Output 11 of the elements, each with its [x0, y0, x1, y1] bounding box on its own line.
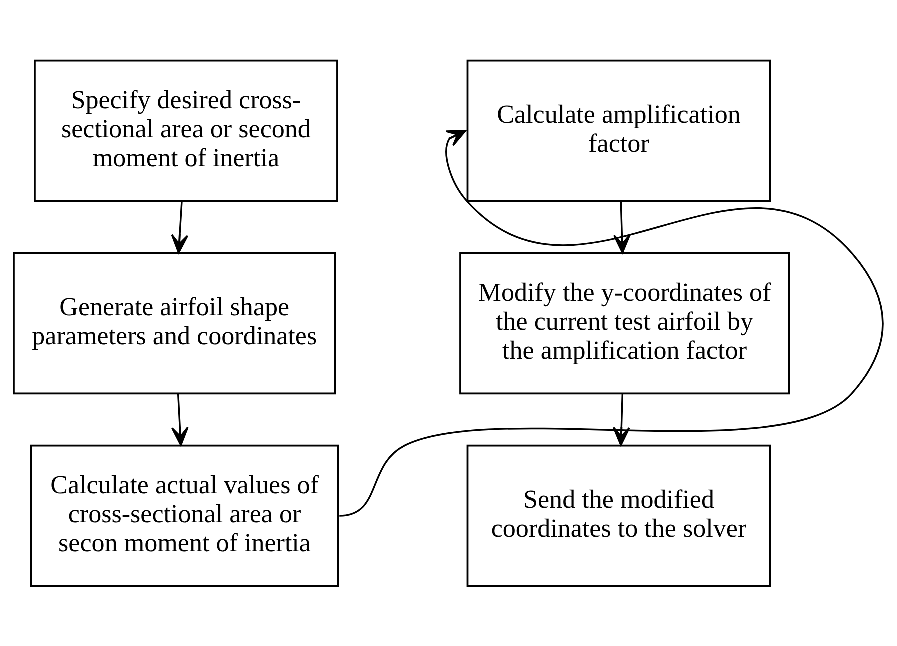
arrow	[340, 130, 884, 516]
arrow	[613, 200, 631, 254]
node-box: Modify the y-coordinates of the current test airfoil by the amplification factor	[460, 252, 790, 394]
node-box: Send the modified coordinates to the solver	[466, 444, 772, 587]
node-box: Calculate actual values of cross-sectional area or secon moment of inertia	[30, 444, 340, 587]
node-box: Generate airfoil shape parameters and coordinates	[13, 252, 336, 394]
arrow	[171, 393, 189, 446]
node-box: Calculate amplification factor	[466, 59, 772, 202]
node-box: Specify desired cross-sectional area or second moment of inertia	[34, 59, 338, 202]
arrow	[612, 393, 630, 446]
arrow	[171, 200, 189, 254]
